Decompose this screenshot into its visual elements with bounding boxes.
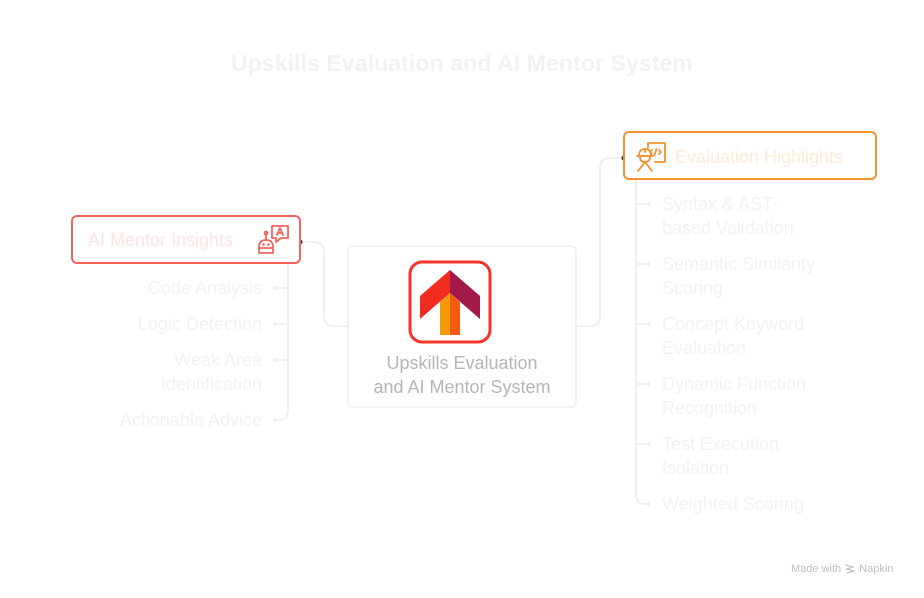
left-branch-spine (275, 264, 289, 421)
made-with-text: Made with (791, 563, 842, 575)
item-text: Weighted Scoring (662, 494, 804, 514)
item-text: Code Analysis (147, 278, 262, 298)
center-node-label: Upskills Evaluation and AI Mentor System (349, 351, 575, 399)
item-text: Isolation (662, 458, 730, 478)
item-text: Concept Keyword (662, 314, 805, 334)
right-item-syntax-ast-validation: Syntax & AST- based Validation (662, 192, 852, 240)
center-label-line-2: and AI Mentor System (373, 377, 551, 397)
item-text: Test Execution (662, 434, 780, 454)
diagram-title: Upskills Evaluation and AI Mentor System (231, 50, 693, 76)
right-item-test-execution-isolation: Test Execution Isolation (662, 432, 852, 480)
item-text: Actionable Advice (119, 410, 262, 430)
right-item-weighted-scoring: Weighted Scoring (662, 492, 852, 516)
developer-code-icon (636, 142, 666, 172)
item-text: Weak Area (174, 350, 262, 370)
right-item-semantic-similarity-scoring: Semantic Similarity Scoring (662, 252, 852, 300)
item-text: Dynamic Function (662, 374, 807, 394)
connector-left-to-center (300, 241, 348, 327)
item-text: Recognition (662, 398, 758, 418)
upward-arrow-logo-icon (408, 260, 492, 344)
item-text: Identification (160, 374, 262, 394)
item-text: Scoring (662, 278, 724, 298)
center-node[interactable]: Upskills Evaluation and AI Mentor System (347, 245, 577, 408)
evaluation-highlights-node[interactable]: Evaluation Highlights (623, 131, 877, 180)
item-text: Syntax & AST- (662, 194, 779, 214)
robot-chat-icon (258, 225, 289, 254)
left-item-weak-area-identification: Weak Area Identification (161, 348, 262, 396)
made-with-napkin-footer[interactable]: Made with Napkin (791, 563, 893, 575)
right-item-dynamic-function-recognition: Dynamic Function Recognition (662, 372, 852, 420)
right-item-concept-keyword-evaluation: Concept Keyword Evaluation (662, 312, 852, 360)
left-item-code-analysis: Code Analysis (148, 276, 262, 300)
napkin-brand-text: Napkin (859, 563, 894, 575)
right-branch-spine (635, 180, 649, 505)
connector-center-to-right (577, 157, 624, 327)
left-item-actionable-advice: Actionable Advice (120, 408, 262, 432)
ai-mentor-insights-label: AI Mentor Insights (88, 230, 234, 250)
ai-mentor-insights-node[interactable]: AI Mentor Insights (71, 215, 301, 264)
item-text: based Validation (662, 218, 794, 238)
napkin-logo-icon (845, 564, 857, 574)
item-text: Semantic Similarity (662, 254, 816, 274)
item-text: Logic Detection (137, 314, 262, 334)
left-item-logic-detection: Logic Detection (138, 312, 262, 336)
item-text: Evaluation (662, 338, 747, 358)
center-label-line-1: Upskills Evaluation (386, 353, 538, 373)
evaluation-highlights-label: Evaluation Highlights (675, 147, 844, 167)
